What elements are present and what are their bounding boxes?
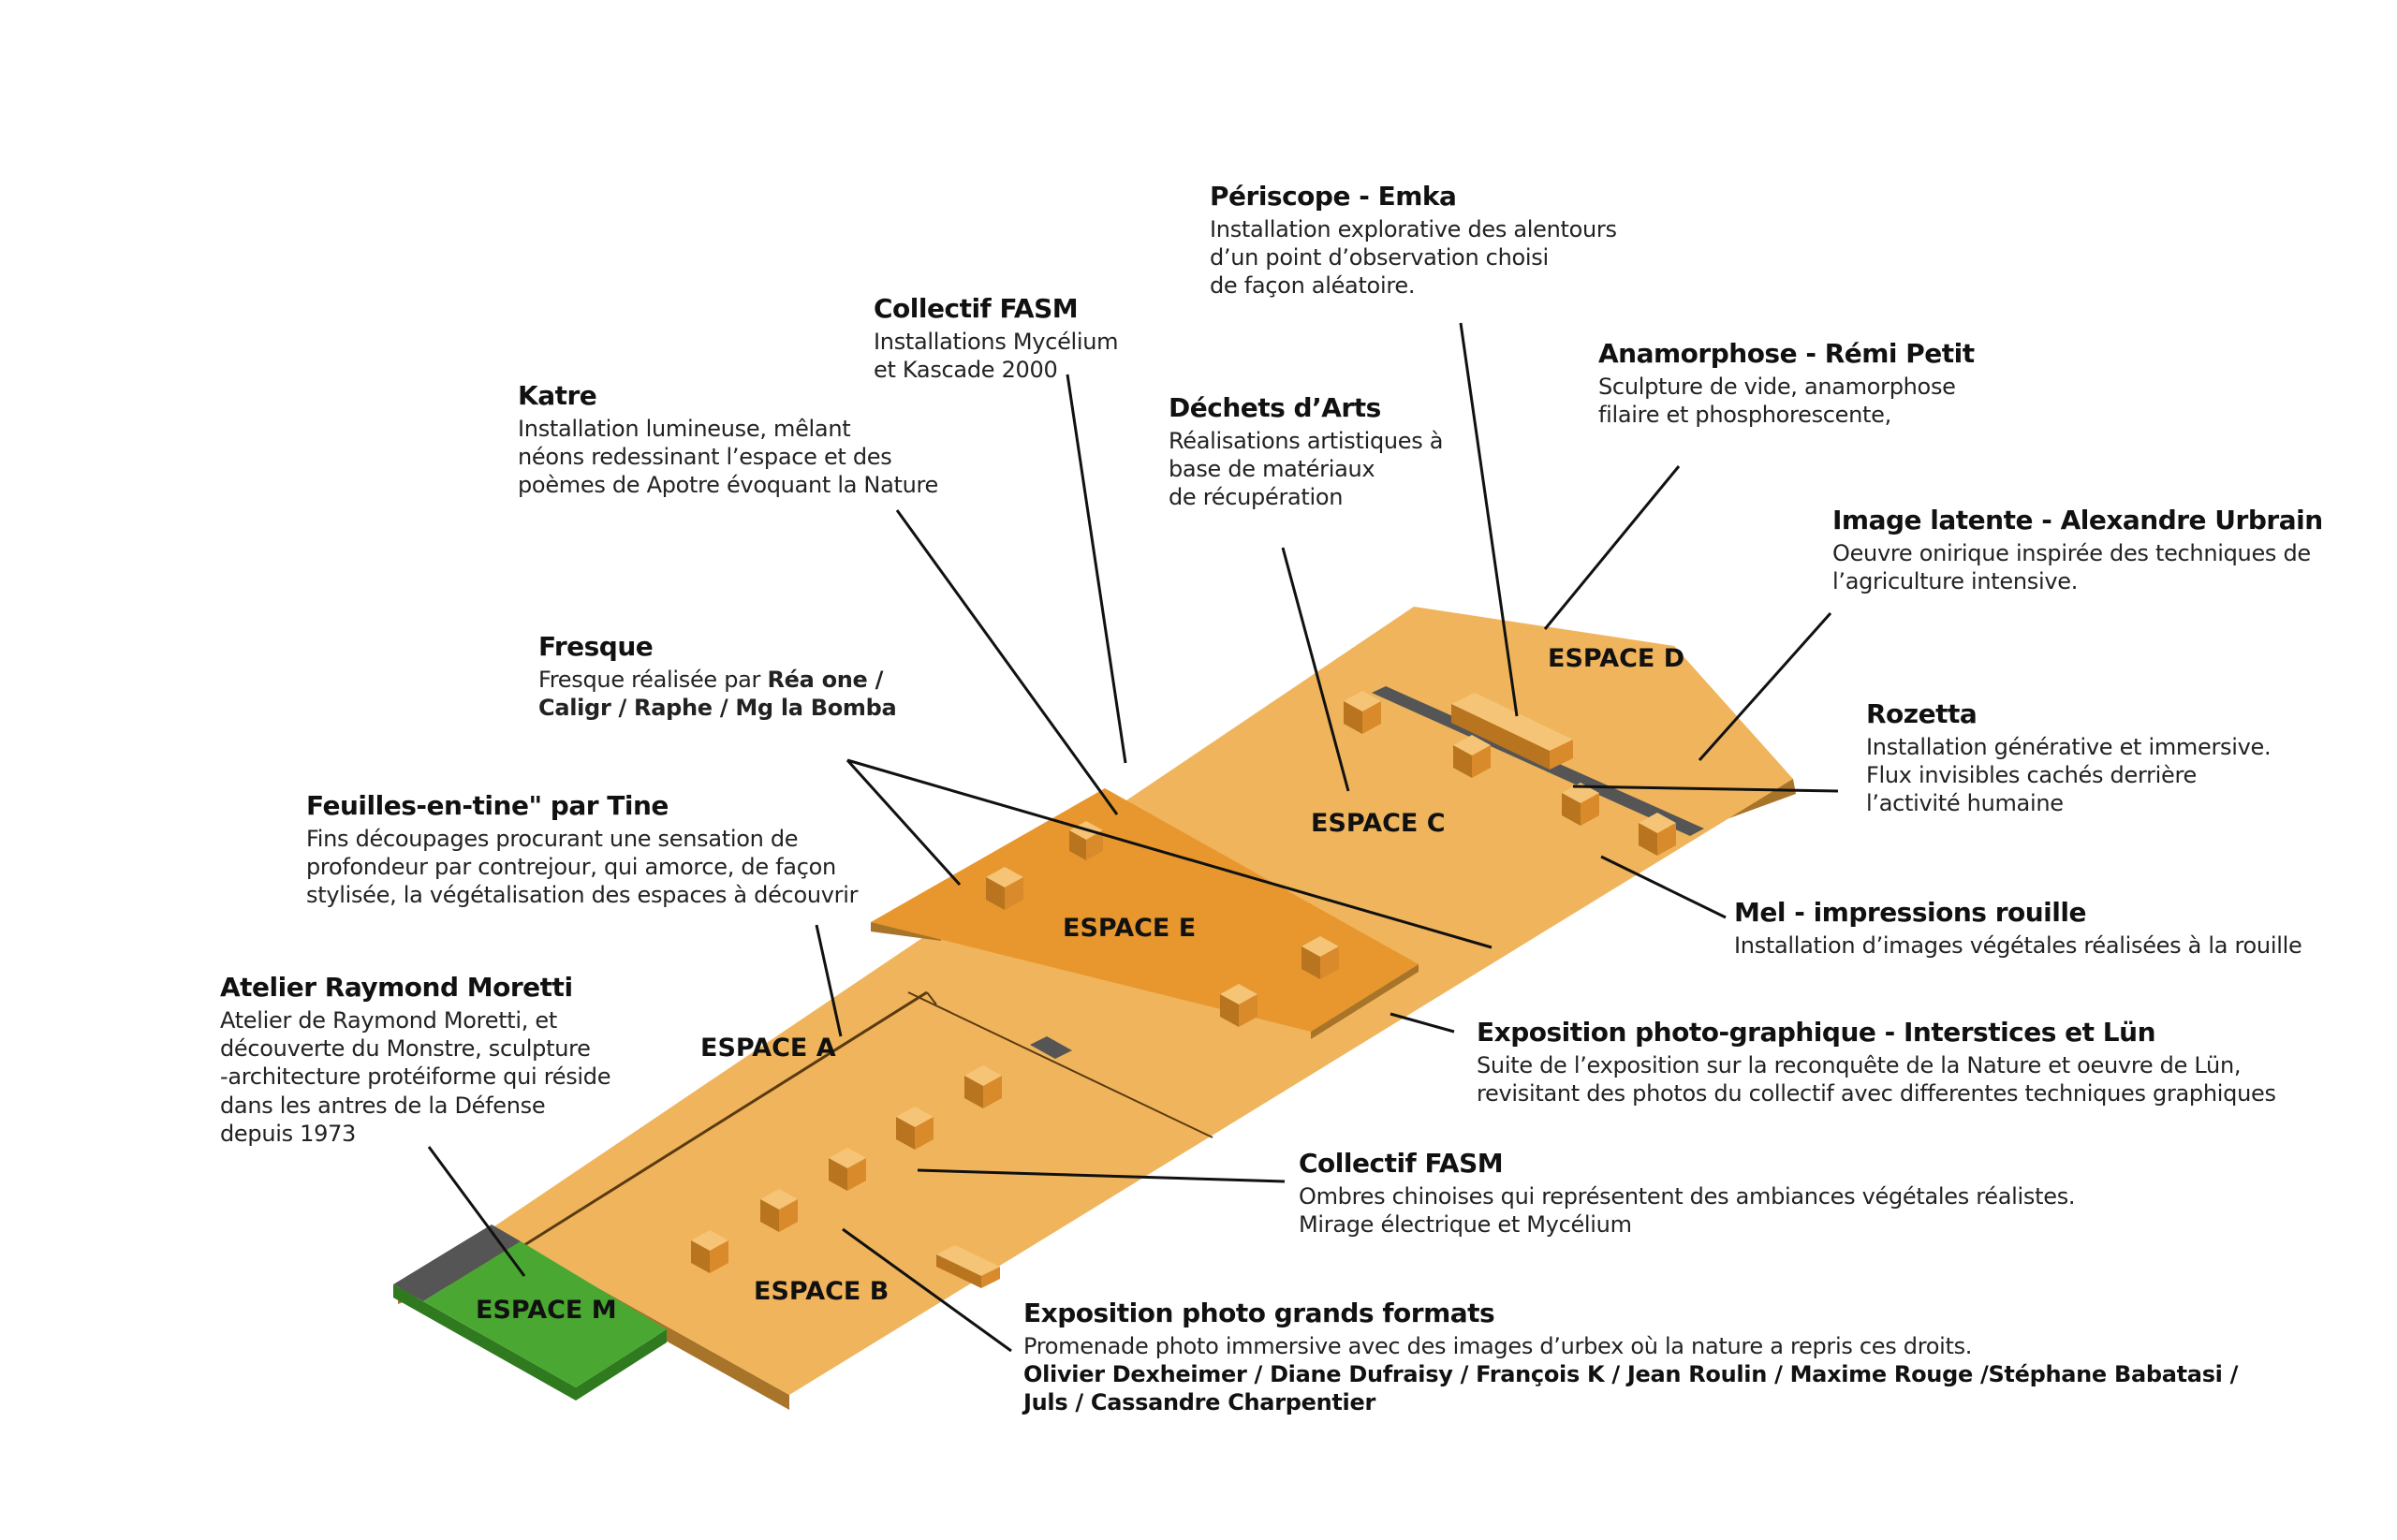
annotation-fasm-bottom: Collectif FASM Ombres chinoises qui repr…: [1299, 1147, 2076, 1239]
box: [1220, 984, 1257, 1027]
annotation-title: Anamorphose - Rémi Petit: [1598, 338, 1975, 369]
leader-line-periscope: [1459, 322, 1519, 717]
annotation-desc: Atelier de Raymond Moretti, et découvert…: [220, 1006, 611, 1148]
annotation-title: Image latente - Alexandre Urbrain: [1832, 505, 2323, 535]
leader-line-katre: [895, 509, 1119, 815]
box: [691, 1230, 728, 1273]
annotation-title: Atelier Raymond Moretti: [220, 972, 573, 1003]
annotation-title: Katre: [518, 380, 597, 411]
annotation-desc: Suite de l’exposition sur la reconquête …: [1477, 1051, 2276, 1107]
annotation-title: Mel - impressions rouille: [1734, 897, 2086, 928]
annotation-title: Rozetta: [1866, 698, 1978, 729]
leader-line-fresque-2: [846, 758, 1493, 949]
leader-line-moretti: [427, 1146, 526, 1277]
annotation-expo-grands-formats: Exposition photo grands formats Promenad…: [1023, 1297, 2238, 1417]
annotation-desc: Oeuvre onirique inspirée des techniques …: [1832, 539, 2311, 595]
divider-line: [926, 991, 937, 1005]
annotation-title: Fresque: [538, 631, 654, 662]
annotation-desc: Installation explorative des alentours d…: [1210, 215, 1617, 300]
leader-line-image-latente: [1698, 612, 1832, 761]
espace-m-gray-strip: [393, 1225, 521, 1301]
annotation-desc-artists: Réa one / Caligr / Raphe / Mg la Bomba: [538, 666, 897, 722]
annotation-dechets: Déchets d’Arts Réalisations artistiques …: [1169, 391, 1444, 512]
annotation-periscope: Périscope - Emka Installation explorativ…: [1210, 180, 1617, 301]
leader-line-expo-photo-graphique: [1390, 1012, 1455, 1034]
divider-line: [523, 990, 928, 1247]
espace-m-area: [423, 1241, 667, 1387]
box: [964, 1065, 1002, 1108]
annotation-desc: Réalisations artistiques à base de matér…: [1169, 427, 1444, 511]
bench-box: [1451, 693, 1573, 770]
annotation-title: Périscope - Emka: [1210, 181, 1457, 212]
zone-label-espace-b: ESPACE B: [754, 1277, 889, 1306]
leader-line-fasm-top: [1066, 374, 1127, 764]
leader-line-rozetta: [1572, 785, 1839, 793]
annotation-fresque: Fresque Fresque réalisée par Réa one / C…: [538, 630, 897, 723]
leader-lines: [427, 322, 1839, 1353]
bench-box: [936, 1245, 1000, 1288]
annotation-moretti: Atelier Raymond Moretti Atelier de Raymo…: [220, 971, 610, 1149]
box: [986, 867, 1023, 910]
annotation-desc: Promenade photo immersive avec des image…: [1023, 1332, 1973, 1359]
box: [1453, 735, 1491, 778]
annotation-title: Collectif FASM: [1299, 1148, 1504, 1179]
box: [829, 1148, 866, 1191]
annotation-mel: Mel - impressions rouille Installation d…: [1734, 896, 2302, 960]
leader-line-anamorphose: [1543, 465, 1681, 630]
zone-label-espace-c: ESPACE C: [1311, 809, 1446, 838]
leader-line-mel: [1600, 855, 1727, 919]
leader-line-dechets: [1281, 547, 1350, 792]
annotation-title: Exposition photo grands formats: [1023, 1298, 1495, 1328]
annotation-anamorphose: Anamorphose - Rémi Petit Sculpture de vi…: [1598, 337, 1975, 429]
espace-e-area: [871, 788, 1419, 1032]
box: [1301, 936, 1339, 979]
rail-espace-a: [1030, 1036, 1072, 1059]
zone-label-espace-d: ESPACE D: [1548, 644, 1684, 673]
annotation-title: Exposition photo-graphique - Interstices…: [1477, 1017, 2156, 1048]
annotation-desc: Installations Mycélium et Kascade 2000: [874, 328, 1119, 384]
box: [1344, 691, 1381, 734]
divider-line: [907, 991, 1213, 1138]
annotation-artists: Olivier Dexheimer / Diane Dufraisy / Fra…: [1023, 1361, 2239, 1416]
annotation-title: Déchets d’Arts: [1169, 392, 1381, 423]
annotation-desc-prefix: Fresque réalisée par: [538, 666, 768, 693]
espace-m-side-right: [576, 1329, 667, 1401]
annotation-desc: Ombres chinoises qui représentent des am…: [1299, 1182, 2076, 1239]
annotation-rozetta: Rozetta Installation générative et immer…: [1866, 697, 2272, 818]
annotation-desc: Installation lumineuse, mêlant néons red…: [518, 415, 939, 499]
espace-e-side-front: [1311, 964, 1419, 1039]
zone-label-espace-m: ESPACE M: [476, 1296, 617, 1325]
annotation-expo-photo-graphique: Exposition photo-graphique - Interstices…: [1477, 1016, 2276, 1107]
annotation-desc: Installation d’images végétales réalisée…: [1734, 931, 2302, 959]
espace-e-side: [871, 922, 941, 941]
leader-line-expo-grands-formats: [842, 1227, 1012, 1353]
annotation-desc: Fins découpages procurant une sensation …: [306, 825, 859, 909]
platform: [492, 607, 1793, 1395]
annotation-image-latente: Image latente - Alexandre Urbrain Oeuvre…: [1832, 504, 2323, 595]
annotation-desc: Installation générative et immersive. Fl…: [1866, 733, 2272, 817]
annotation-katre: Katre Installation lumineuse, mêlant néo…: [518, 379, 938, 500]
installation-boxes: [691, 691, 1676, 1288]
zone-label-espace-a: ESPACE A: [700, 1034, 836, 1063]
box: [896, 1107, 934, 1150]
leader-line-feuilles: [815, 924, 843, 1037]
box: [1562, 783, 1599, 826]
annotation-fasm-top: Collectif FASM Installations Mycélium et…: [874, 292, 1119, 384]
zone-label-espace-e: ESPACE E: [1063, 914, 1196, 943]
annotation-feuilles: Feuilles-en-tine" par Tine Fins découpag…: [306, 789, 858, 910]
annotation-desc: Fresque réalisée par Réa one / Caligr / …: [538, 666, 897, 723]
annotation-desc: Sculpture de vide, anamorphose filaire e…: [1598, 373, 1956, 429]
annotation-title: Collectif FASM: [874, 293, 1079, 324]
leader-line-fresque-1: [846, 758, 962, 887]
annotation-title: Feuilles-en-tine" par Tine: [306, 790, 669, 821]
leader-line-fasm-bottom: [917, 1168, 1286, 1183]
espace-m-side: [393, 1284, 576, 1401]
box: [760, 1189, 798, 1232]
box: [1639, 813, 1676, 856]
